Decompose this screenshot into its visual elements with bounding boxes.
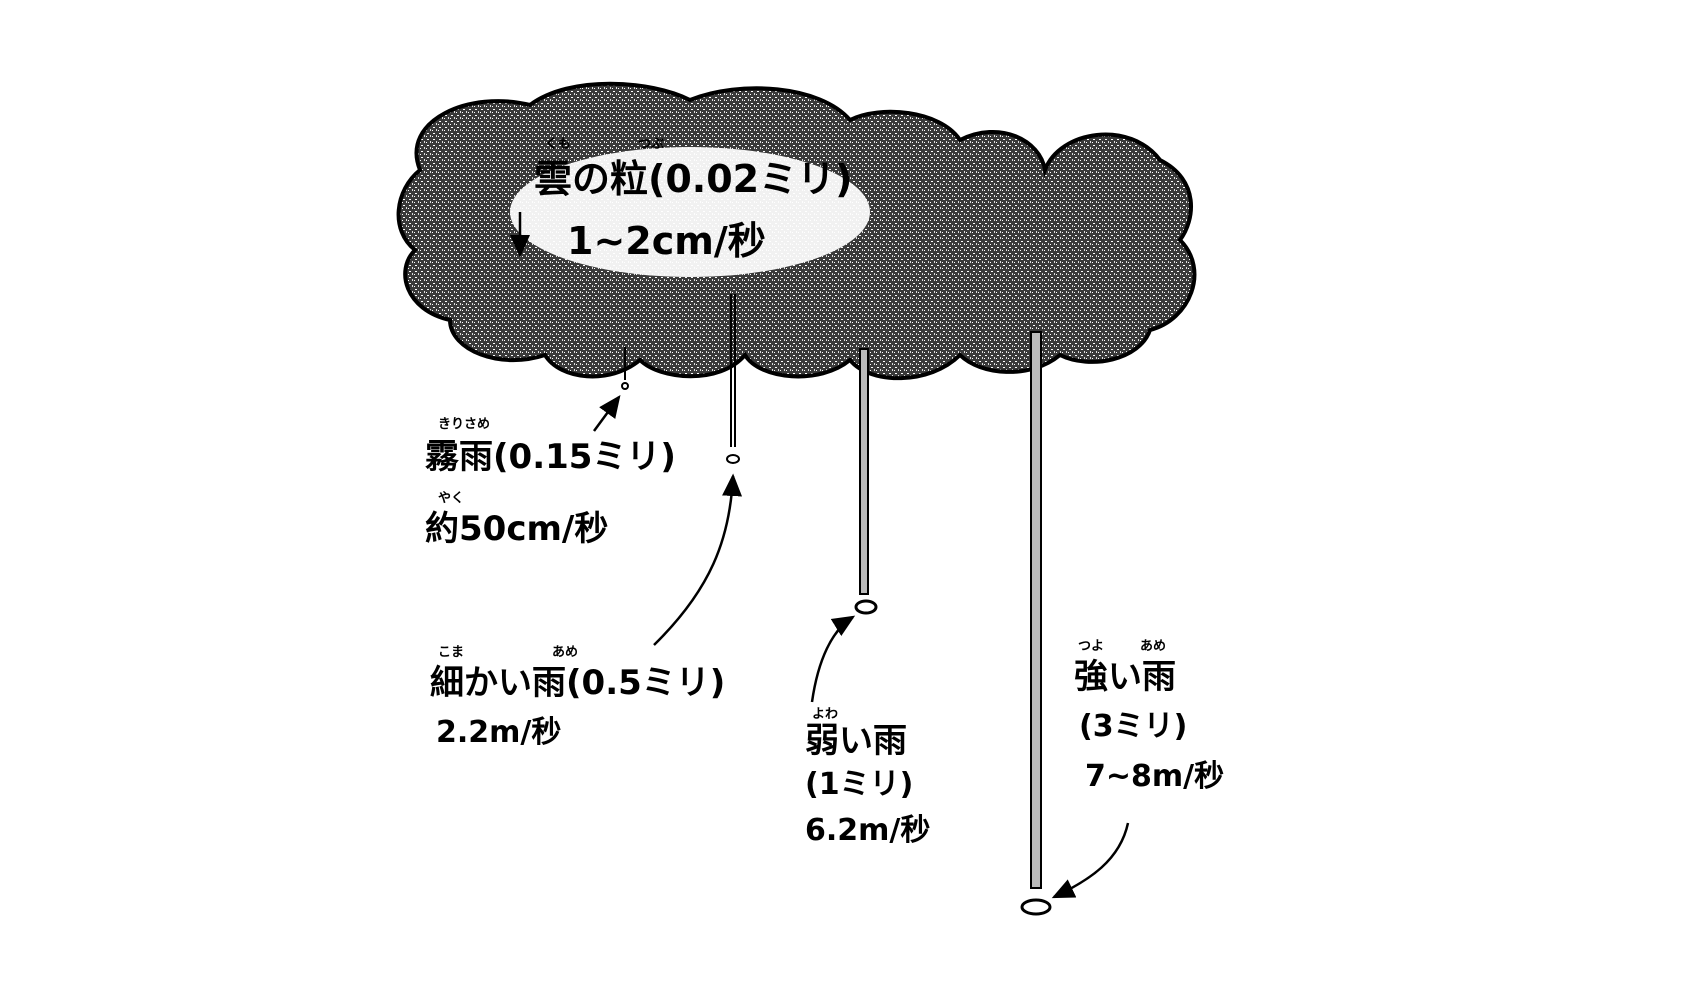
arrows [510,212,1130,899]
fine-rain-label: 細かい雨(0.5ミリ) [430,663,726,703]
strong-rain-size: (3ミリ) [1079,709,1188,744]
furigana-yaku: やく [438,491,465,506]
strong-rain-speed: 7~8m/秒 [1085,759,1225,794]
furigana-yowa: よわ [812,707,839,722]
drop-lines [621,294,1052,916]
furigana-tsubu: つぶ [638,137,665,152]
strong-rain-label: 強い雨 [1074,657,1176,697]
fine-rain-drop [726,454,740,464]
furigana-ame-2: あめ [1140,639,1167,654]
cloud [396,81,1197,381]
furigana-koma: こま [438,645,465,660]
furigana-ame: あめ [552,645,579,660]
weak-rain-drop [854,599,878,615]
weak-rain-speed: 6.2m/秒 [805,813,931,848]
furigana-kumo: くも [545,137,572,152]
fine-rain-speed: 2.2m/秒 [436,715,562,750]
weak-rain-label: 弱い雨 [805,721,907,761]
weak-rain-size: (1ミリ) [805,767,914,802]
furigana-tsuyo: つよ [1078,639,1105,654]
drizzle-drop [621,382,629,390]
cloud-droplet-label: 雲の粒(0.02ミリ) [534,157,853,201]
drizzle-label: 霧雨(0.15ミリ) [425,437,676,477]
cloud-droplet-speed: 1~2cm/秒 [567,219,766,263]
drizzle-speed: 約50cm/秒 [425,509,609,549]
strong-rain-drop [1020,898,1052,916]
furigana-kirisame: きりさめ [438,417,491,432]
